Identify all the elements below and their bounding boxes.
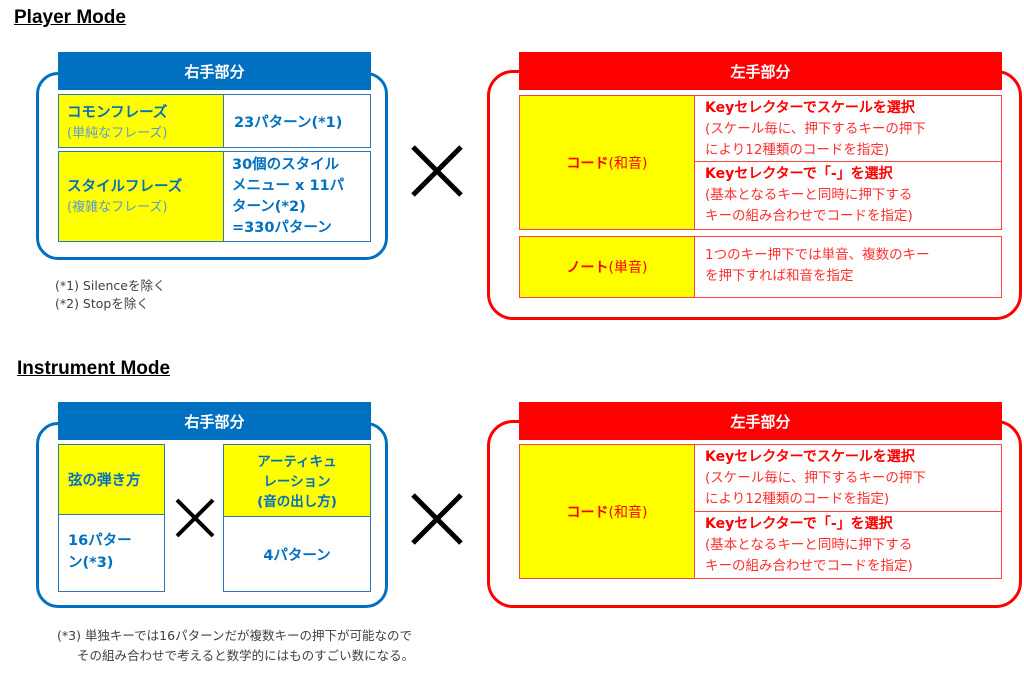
multiply-icon: [411, 493, 463, 545]
style-phrase-value-line: =330パターン: [232, 220, 332, 236]
chord-dash-line: (基本となるキーと同時に押下する: [705, 537, 913, 553]
chord-paren: (和音): [608, 504, 648, 521]
string-picking-label: 弦の弾き方: [68, 473, 141, 489]
chord-dash-line: キーの組み合わせでコードを指定): [705, 558, 913, 574]
articulation-value-cell: 4パターン: [223, 516, 371, 592]
articulation-label-line: (音の出し方): [257, 494, 337, 510]
player-note-desc-cell: 1つのキー押下では単音、複数のキー を押下すれば和音を指定: [694, 236, 1002, 298]
player-chord-scale-cell: Keyセレクターでスケールを選択 (スケール毎に、押下するキーの押下 により12…: [694, 95, 1002, 162]
chord-paren: (和音): [608, 155, 648, 172]
instrument-chord-cell: コード(和音): [519, 444, 695, 579]
player-right-hand-header: 右手部分: [58, 52, 371, 90]
string-picking-cell: 弦の弾き方: [58, 444, 165, 515]
chord-scale-line: により12種類のコードを指定): [705, 142, 890, 158]
articulation-value: 4パターン: [263, 547, 331, 564]
common-phrase-sub: (単純なフレーズ): [67, 126, 168, 141]
player-mode-title: Player Mode: [14, 7, 126, 28]
style-phrase-value-cell: 30個のスタイル メニュー x 11パ ターン(*2) =330パターン: [223, 151, 371, 242]
common-phrase-value: 23パターン(*1): [234, 114, 343, 131]
footnote-2: (*2) Stopを除く: [55, 296, 149, 311]
instrument-footnotes: (*3) 単独キーでは16パターンだが複数キーの押下が可能なので その組み合わせ…: [57, 626, 414, 666]
player-chord-cell: コード(和音): [519, 95, 695, 230]
multiply-icon: [175, 498, 215, 538]
chord-scale-line: (スケール毎に、押下するキーの押下: [705, 121, 926, 137]
common-phrase-value-cell: 23パターン(*1): [223, 94, 371, 148]
chord-scale-head: Keyセレクターでスケールを選択: [705, 449, 915, 465]
common-phrase-label: コモンフレーズ: [67, 105, 168, 121]
footnote-1: (*1) Silenceを除く: [55, 278, 166, 293]
string-picking-value-line: 16パター: [68, 533, 132, 549]
multiply-icon: [411, 145, 463, 197]
style-phrase-value-line: メニュー x 11パ: [232, 178, 345, 194]
string-picking-value-cell: 16パター ン(*3): [58, 514, 165, 592]
style-phrase-label: スタイルフレーズ: [67, 179, 183, 195]
player-footnotes: (*1) Silenceを除く (*2) Stopを除く: [55, 277, 166, 313]
chord-scale-head: Keyセレクターでスケールを選択: [705, 100, 915, 116]
player-left-hand-header: 左手部分: [519, 52, 1002, 90]
chord-dash-line: キーの組み合わせでコードを指定): [705, 208, 913, 224]
instrument-chord-scale-cell: Keyセレクターでスケールを選択 (スケール毎に、押下するキーの押下 により12…: [694, 444, 1002, 512]
chord-scale-line: (スケール毎に、押下するキーの押下: [705, 470, 926, 486]
style-phrase-sub: (複雑なフレーズ): [67, 200, 168, 215]
note-desc-line: 1つのキー押下では単音、複数のキー: [705, 247, 930, 263]
instrument-right-hand-header: 右手部分: [58, 402, 371, 440]
footnote-3: (*3) 単独キーでは16パターンだが複数キーの押下が可能なので: [57, 628, 412, 643]
instrument-mode-title: Instrument Mode: [17, 358, 171, 379]
articulation-cell: アーティキュ レーション (音の出し方): [223, 444, 371, 517]
player-chord-dash-cell: Keyセレクターで「-」を選択 (基本となるキーと同時に押下する キーの組み合わ…: [694, 161, 1002, 230]
common-phrase-cell: コモンフレーズ (単純なフレーズ): [58, 94, 224, 148]
instrument-chord-dash-cell: Keyセレクターで「-」を選択 (基本となるキーと同時に押下する キーの組み合わ…: [694, 511, 1002, 579]
player-note-cell: ノート(単音): [519, 236, 695, 298]
note-desc-line: を押下すれば和音を指定: [705, 268, 854, 284]
chord-label: コード: [566, 504, 609, 521]
style-phrase-cell: スタイルフレーズ (複雑なフレーズ): [58, 151, 224, 242]
chord-label: コード: [566, 155, 609, 172]
style-phrase-value-line: 30個のスタイル: [232, 157, 340, 173]
string-picking-value-line: ン(*3): [68, 555, 114, 571]
chord-dash-line: (基本となるキーと同時に押下する: [705, 187, 913, 203]
articulation-label-line: アーティキュ: [257, 454, 337, 470]
chord-dash-head: Keyセレクターで「-」を選択: [705, 516, 893, 532]
note-paren: (単音): [608, 260, 648, 276]
chord-scale-line: により12種類のコードを指定): [705, 491, 890, 507]
articulation-label-line: レーション: [263, 474, 331, 490]
instrument-left-hand-header: 左手部分: [519, 402, 1002, 440]
style-phrase-value-line: ターン(*2): [232, 199, 306, 215]
footnote-3-cont: その組み合わせで考えると数学的にはものすごい数になる。: [77, 648, 415, 663]
chord-dash-head: Keyセレクターで「-」を選択: [705, 166, 893, 182]
note-label: ノート: [566, 260, 609, 276]
